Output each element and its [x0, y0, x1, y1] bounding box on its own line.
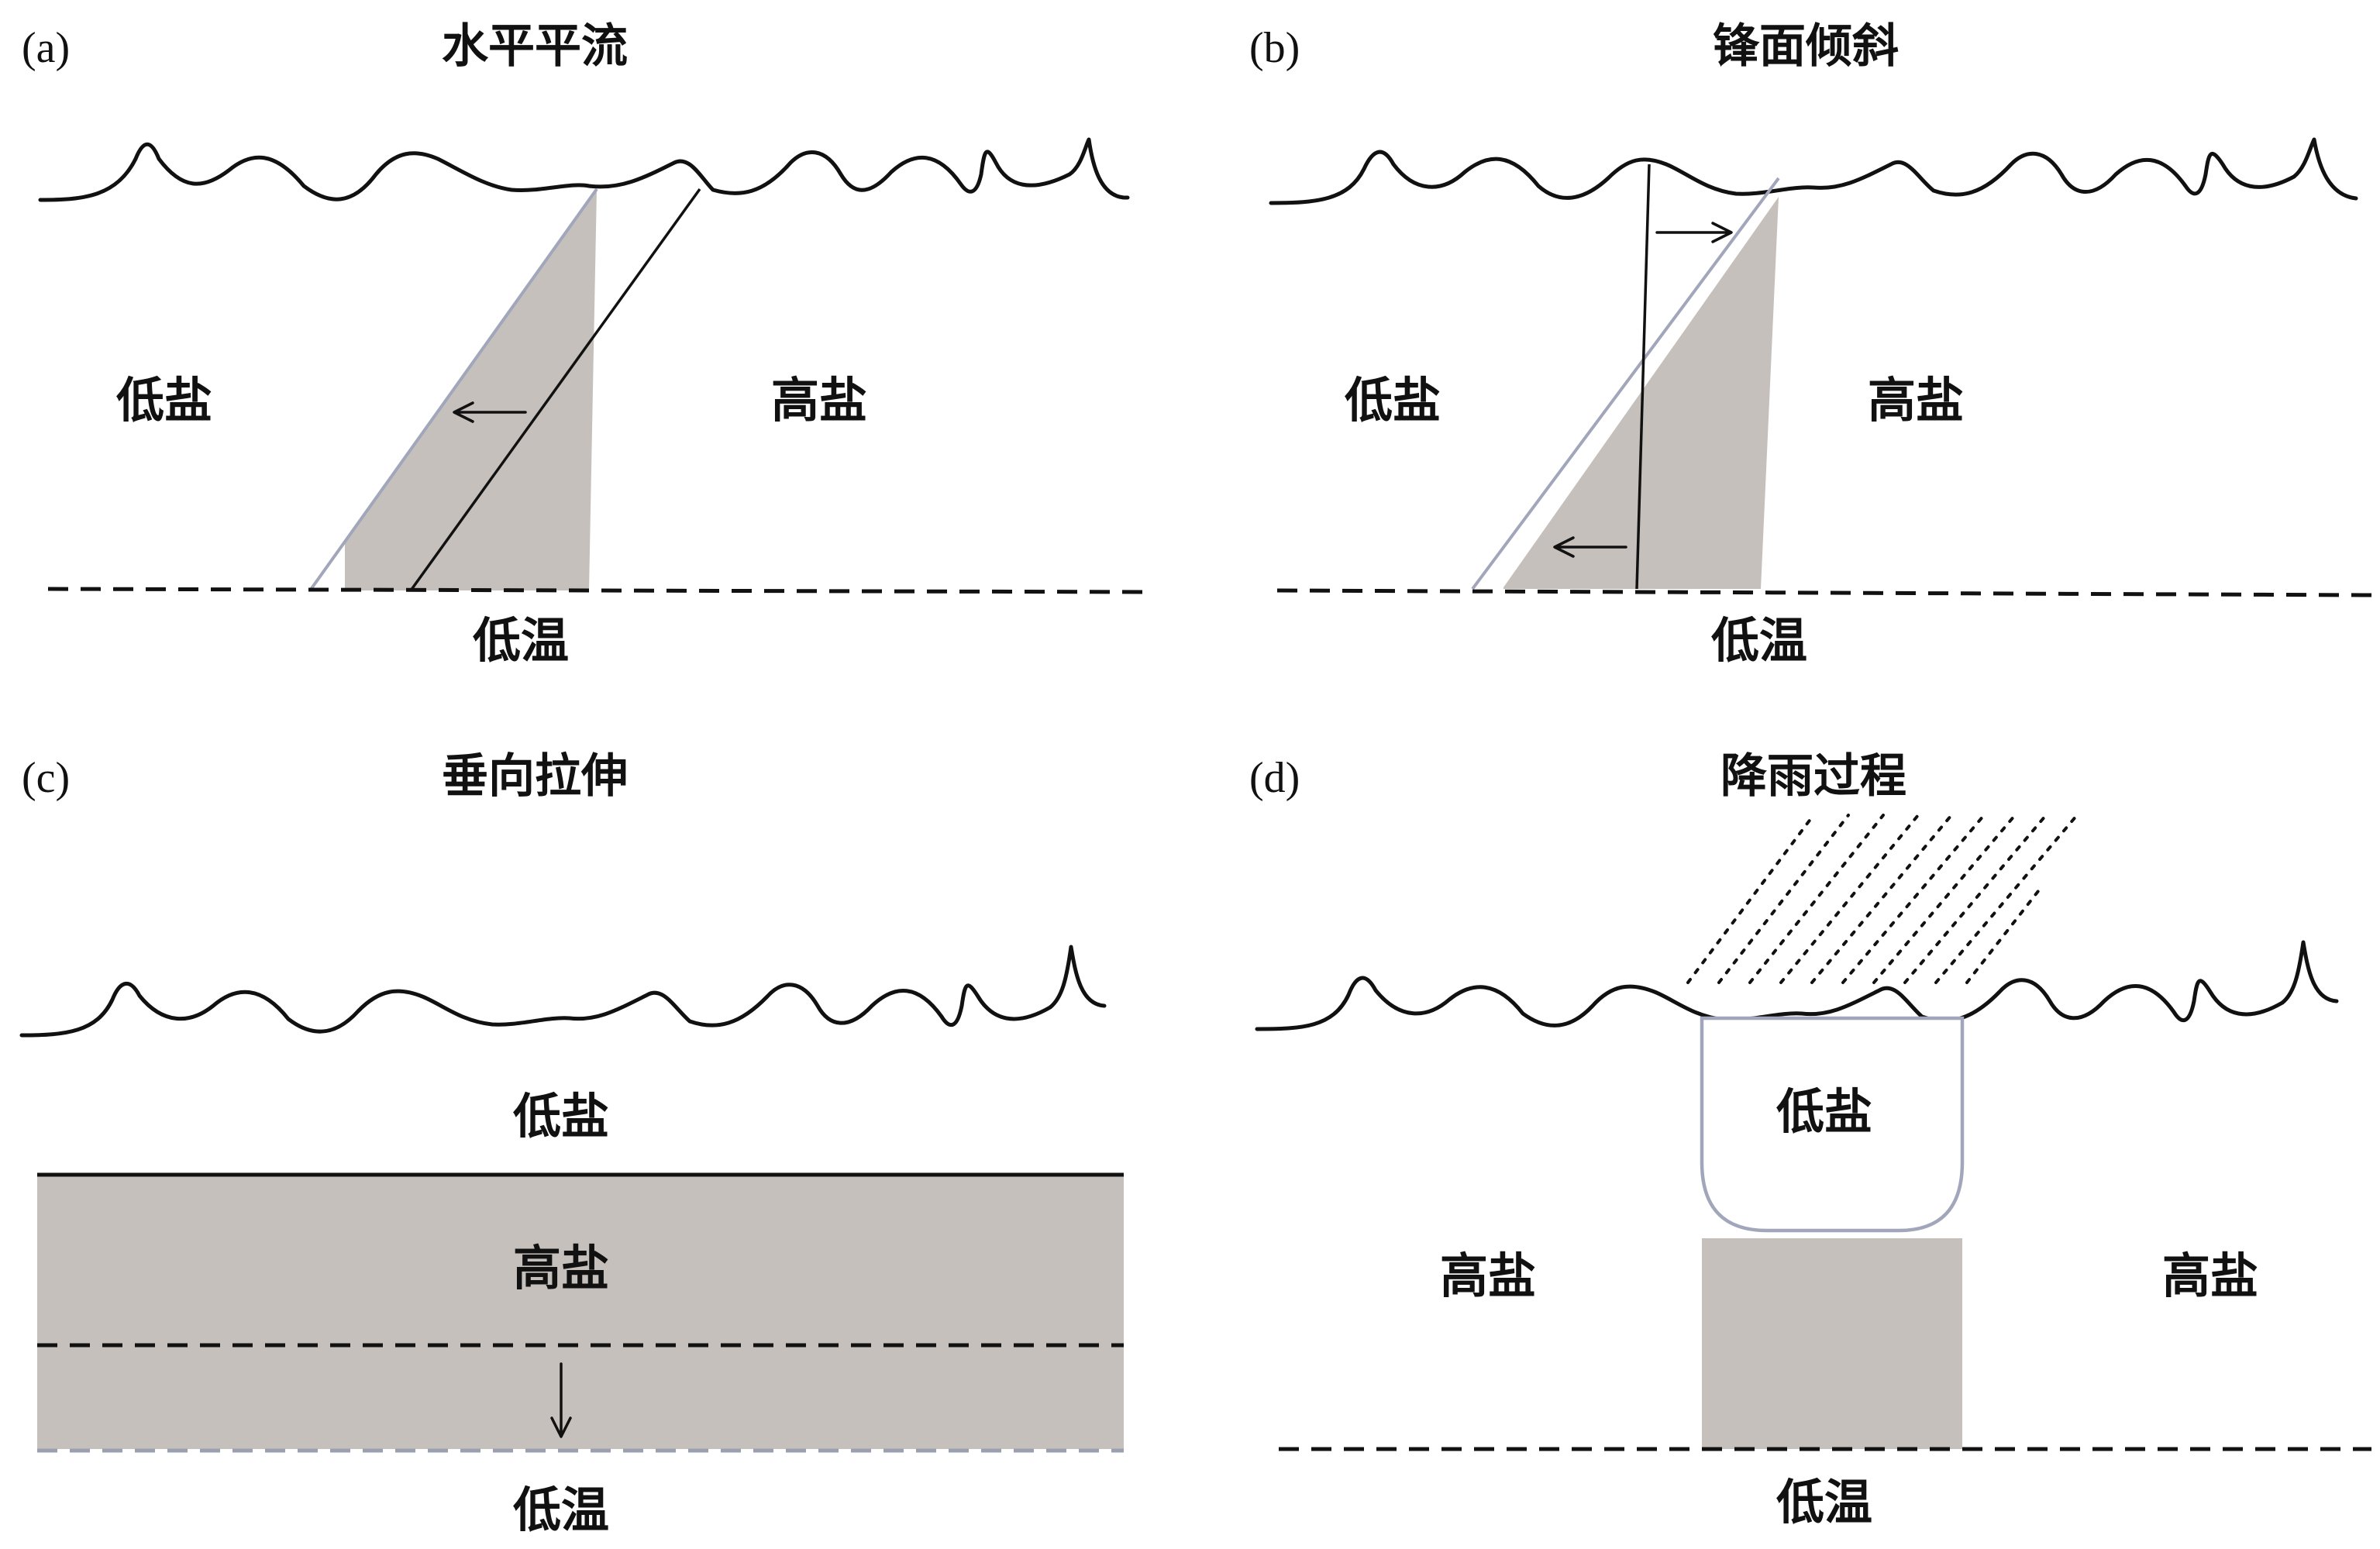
low-salinity-lens: [1700, 1016, 1965, 1233]
label-low-salinity: 低盐: [1345, 372, 1441, 429]
panel-a-letter: (a): [22, 24, 70, 72]
low-temp-isotherm: [47, 587, 1148, 594]
label-high-salinity-right: 高盐: [2162, 1248, 2258, 1304]
panel-c-title: 垂向拉伸: [442, 749, 628, 804]
label-low-temperature: 低温: [473, 612, 569, 669]
panel-a-title: 水平平流: [442, 19, 628, 74]
front-edge: [308, 188, 598, 592]
front-edge: [1471, 177, 1780, 590]
panel-d-title: 降雨过程: [1720, 749, 1906, 804]
tilted-isopycnal-line: [1635, 164, 1651, 590]
advection-arrow: [453, 401, 527, 423]
panel-b-title: 锋面倾斜: [1713, 19, 1899, 74]
panel-b: (b) 锋面倾斜 低盐 高盐 低温: [1249, 19, 2372, 669]
sea-surface-wave: [38, 137, 1130, 202]
label-high-salinity-left: 高盐: [1440, 1248, 1536, 1304]
sea-surface-wave: [1269, 137, 2358, 205]
isopycnal-line: [409, 188, 701, 592]
label-low-temperature: 低温: [513, 1482, 609, 1538]
label-low-salinity: 低盐: [116, 372, 212, 429]
panel-d: (d) 降雨过程 低盐 高盐 高盐 低温: [1249, 749, 2371, 1530]
panel-b-letter: (b): [1249, 24, 1300, 72]
sea-surface-wave: [19, 945, 1107, 1038]
panel-a: (a) 水平平流 低盐 高盐 低温: [22, 19, 1148, 669]
high-salinity-layer: [37, 1176, 1124, 1449]
low-salinity-wedge: [1503, 197, 1779, 589]
label-low-salinity: 低盐: [513, 1088, 609, 1145]
label-low-temperature: 低温: [1776, 1474, 1872, 1530]
downward-arrow: [550, 1362, 572, 1438]
upper-arrow: [1655, 222, 1733, 243]
label-low-salinity: 低盐: [1776, 1083, 1872, 1140]
panel-c: (c) 垂向拉伸 低盐 高盐 低温: [19, 749, 1124, 1538]
rain-streaks: [1686, 814, 2079, 984]
label-low-temperature: 低温: [1711, 612, 1807, 669]
high-salinity-column: [1702, 1238, 1962, 1449]
label-high-salinity: 高盐: [513, 1240, 609, 1296]
panel-c-letter: (c): [22, 754, 70, 802]
low-temp-isotherm: [1276, 588, 2372, 597]
low-salinity-wedge: [345, 189, 597, 590]
lower-arrow: [1553, 536, 1627, 558]
sea-surface-wave: [1255, 940, 2339, 1031]
label-high-salinity: 高盐: [771, 372, 867, 429]
label-high-salinity: 高盐: [1868, 372, 1964, 429]
panel-d-letter: (d): [1249, 754, 1300, 802]
